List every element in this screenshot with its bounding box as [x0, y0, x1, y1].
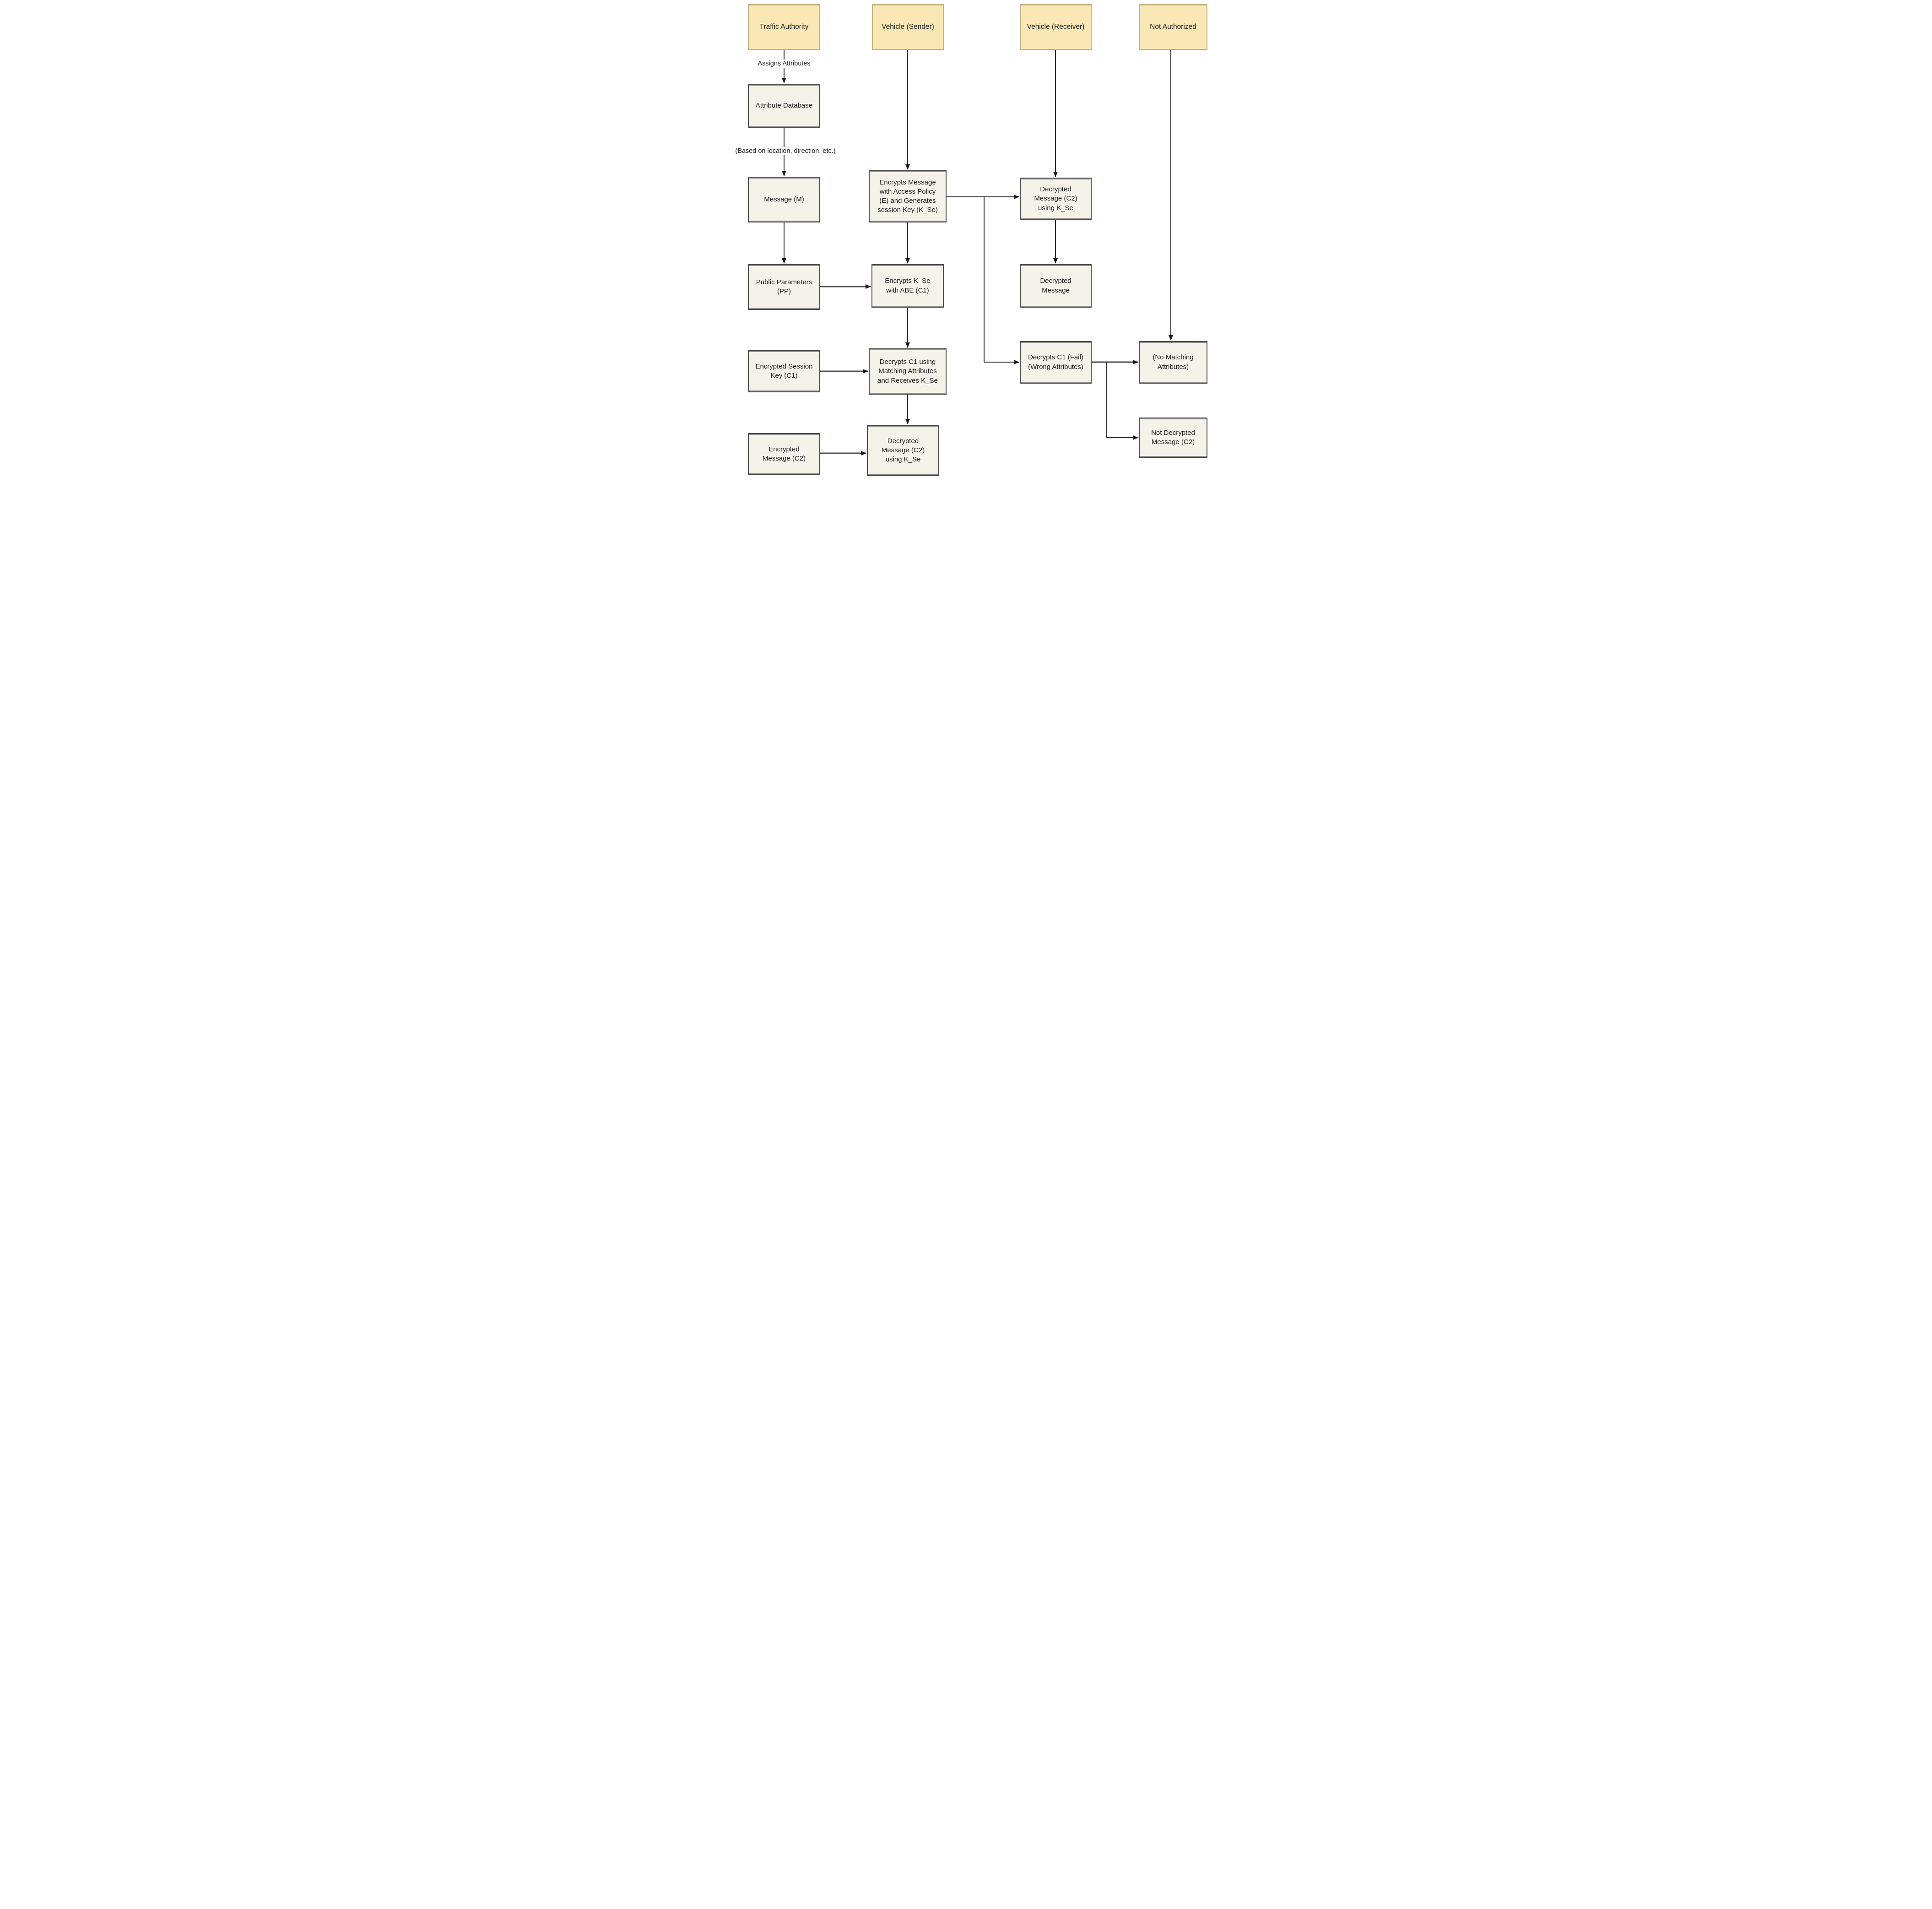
node-encrypted-session-key-label: Encrypted Session Key (C1) — [755, 362, 813, 380]
node-encrypts-message-label: Encrypts Message with Access Policy (E) … — [877, 178, 938, 214]
node-attribute-database: Attribute Database — [748, 84, 820, 128]
node-decrypts-c1-fail: Decrypts C1 (Fail) (Wrong Attributes) — [1020, 341, 1092, 384]
node-no-matching-attributes: (No Matching Attributes) — [1139, 341, 1207, 384]
node-encrypts-kse-label: Encrypts K_Se with ABE (C1) — [885, 277, 931, 294]
node-decrypted-message-c2-receiver-label: Decrypted Message (C2) using K_Se — [1034, 185, 1077, 212]
node-encrypted-message-c2-label: Encrypted Message (C2) — [762, 445, 806, 462]
node-not-authorized-label: Not Authorized — [1150, 22, 1196, 31]
node-message-m-label: Message (M) — [764, 195, 804, 203]
node-encrypts-kse: Encrypts K_Se with ABE (C1) — [871, 264, 944, 308]
node-no-matching-attributes-label: (No Matching Attributes) — [1153, 353, 1194, 371]
node-not-decrypted-message-c2: Not Decrypted Message (C2) — [1139, 418, 1207, 458]
node-encrypted-message-c2: Encrypted Message (C2) — [748, 433, 820, 475]
node-traffic-authority: Traffic Authority — [748, 4, 820, 50]
node-vehicle-sender: Vehicle (Sender) — [872, 4, 944, 50]
node-not-authorized: Not Authorized — [1139, 4, 1207, 50]
node-traffic-authority-label: Traffic Authority — [759, 22, 809, 31]
edge-label-assigns-attributes: Assigns Attributes — [755, 60, 813, 68]
node-encrypted-session-key: Encrypted Session Key (C1) — [748, 350, 820, 392]
node-decrypted-message-label: Decrypted Message — [1040, 277, 1072, 294]
node-vehicle-receiver-label: Vehicle (Receiver) — [1027, 22, 1085, 31]
node-attribute-database-label: Attribute Database — [755, 102, 813, 110]
node-vehicle-sender-label: Vehicle (Sender) — [882, 22, 934, 31]
node-decrypts-c1: Decrypts C1 using Matching Attributes an… — [869, 348, 947, 395]
node-decrypted-message-c2-sender: Decrypted Message (C2) using K_Se — [867, 425, 939, 476]
edge-label-based-on: (Based on location, direction, etc.) — [733, 147, 838, 155]
connector-layer — [782, 50, 1173, 456]
node-public-parameters-label: Public Parameters (PP) — [756, 278, 812, 295]
node-vehicle-receiver: Vehicle (Receiver) — [1020, 4, 1092, 50]
node-decrypts-c1-label: Decrypts C1 using Matching Attributes an… — [877, 358, 938, 385]
node-decrypts-c1-fail-label: Decrypts C1 (Fail) (Wrong Attributes) — [1028, 353, 1083, 371]
node-not-decrypted-message-c2-label: Not Decrypted Message (C2) — [1151, 428, 1195, 446]
node-encrypts-message: Encrypts Message with Access Policy (E) … — [869, 170, 947, 222]
node-message-m: Message (M) — [748, 177, 820, 222]
node-decrypted-message-c2-sender-label: Decrypted Message (C2) using K_Se — [881, 437, 925, 464]
flowchart-canvas: Traffic Authority Attribute Database Mes… — [725, 0, 1207, 477]
node-public-parameters: Public Parameters (PP) — [748, 264, 820, 310]
node-decrypted-message-c2-receiver: Decrypted Message (C2) using K_Se — [1020, 178, 1092, 220]
node-decrypted-message: Decrypted Message — [1020, 264, 1092, 308]
